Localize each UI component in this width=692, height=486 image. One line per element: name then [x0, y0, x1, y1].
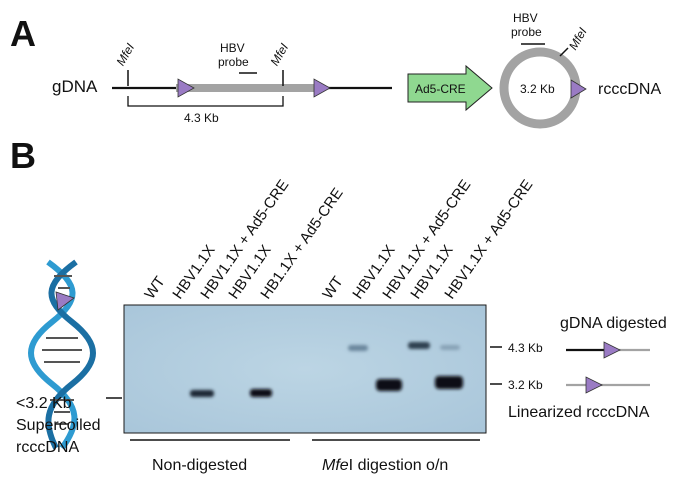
circle-probe-label-2: probe: [511, 25, 542, 39]
circle-size-label: 3.2 Kb: [520, 82, 555, 96]
loxp-triangle-left: [177, 78, 195, 98]
circle-mfei-tick: [559, 47, 569, 57]
length-label: 4.3 Kb: [184, 111, 219, 125]
marker-label-3-2: 3.2 Kb: [508, 378, 543, 392]
band-supercoiled-lane3: [190, 390, 214, 397]
mfei-label-right: MfeI: [267, 40, 291, 68]
mfei-label-left: MfeI: [113, 40, 137, 68]
loxp-triangle-circle: [570, 79, 587, 99]
linearized-label: Linearized rcccDNA: [508, 404, 650, 421]
group-label-right: MfeI digestion o/n: [322, 457, 448, 474]
ad5-cre-label: Ad5-CRE: [415, 82, 466, 96]
group-label-right-rest: I digestion o/n: [349, 457, 449, 474]
linearized-triangle: [585, 376, 603, 394]
band-gdna-lane7: [348, 345, 368, 351]
band-gdna-lane9: [408, 342, 430, 349]
gdna-digested-triangle: [603, 341, 621, 359]
circle-probe-label-1: HBV: [513, 11, 538, 25]
panel-b-letter: B: [10, 135, 36, 176]
gel-bands: [190, 342, 463, 397]
rcccdna-label: rcccDNA: [598, 81, 661, 98]
dna-helix-icon: [28, 259, 96, 450]
group-label-left: Non-digested: [152, 457, 247, 474]
length-bracket: [127, 96, 284, 107]
band-linear-lane8: [376, 379, 402, 391]
band-gdna-lane10: [440, 345, 460, 350]
gdna-label: gDNA: [52, 77, 98, 96]
marker-label-4-3: 4.3 Kb: [508, 341, 543, 355]
ad5-cre-arrow: [407, 64, 493, 112]
supercoiled-label-1: <3.2 Kb: [16, 395, 72, 412]
lane-labels: WT HBV1.1X HBV1.1X + Ad5-CRE HBV1.1X HB1…: [141, 177, 536, 303]
hbv-probe-label-1: HBV: [220, 41, 245, 55]
band-linear-lane10: [435, 376, 463, 389]
loxp-triangle-right: [313, 78, 331, 98]
circle-mfei-label: MfeI: [566, 25, 590, 53]
gdna-digested-label: gDNA digested: [560, 315, 667, 332]
hbv-probe-label-2: probe: [218, 55, 249, 69]
group-label-right-italic: Mfe: [322, 457, 349, 474]
panel-a-letter: A: [10, 13, 36, 54]
supercoiled-label-2: Supercoiled: [16, 417, 101, 434]
lane-label-6: WT: [319, 273, 346, 302]
band-supercoiled-lane5: [250, 389, 272, 397]
gel-image: [123, 304, 487, 434]
supercoiled-label-3: rcccDNA: [16, 439, 79, 456]
lane-label-1: WT: [141, 273, 168, 302]
